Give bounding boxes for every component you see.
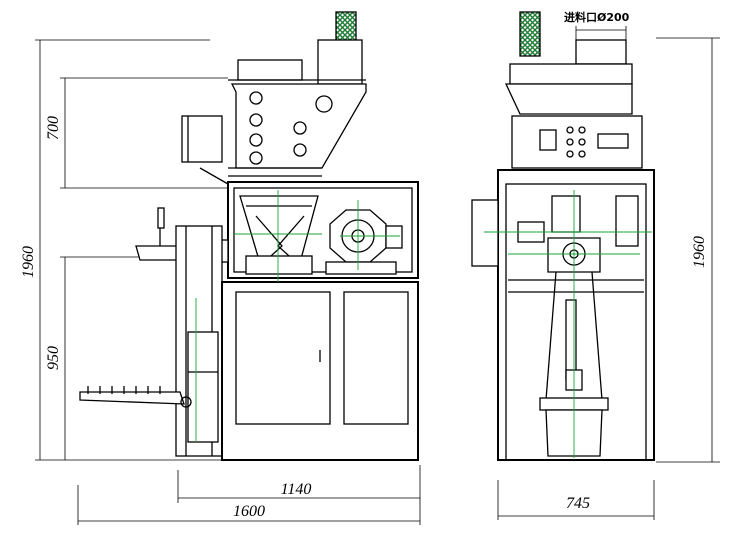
dim-745-label: 745 xyxy=(566,495,590,512)
left-dimension-lines xyxy=(35,39,228,461)
dim-700-label: 700 xyxy=(45,116,62,140)
right-dimension-lines xyxy=(656,37,720,463)
dim-1960-right-label: 1960 xyxy=(691,236,708,268)
feed-inlet-label: 进料口Ø200 xyxy=(564,10,630,24)
side-view xyxy=(471,11,655,461)
front-view xyxy=(79,11,419,461)
dim-1960-left-label: 1960 xyxy=(20,246,37,278)
bottom-dimension-lines xyxy=(77,465,421,525)
dim-1600-label: 1600 xyxy=(233,503,265,520)
dim-950-label: 950 xyxy=(45,346,62,370)
side-bottom-dimension-lines xyxy=(497,480,655,520)
dim-1140-label: 1140 xyxy=(281,481,312,498)
feed-inlet-dimension xyxy=(575,26,627,40)
